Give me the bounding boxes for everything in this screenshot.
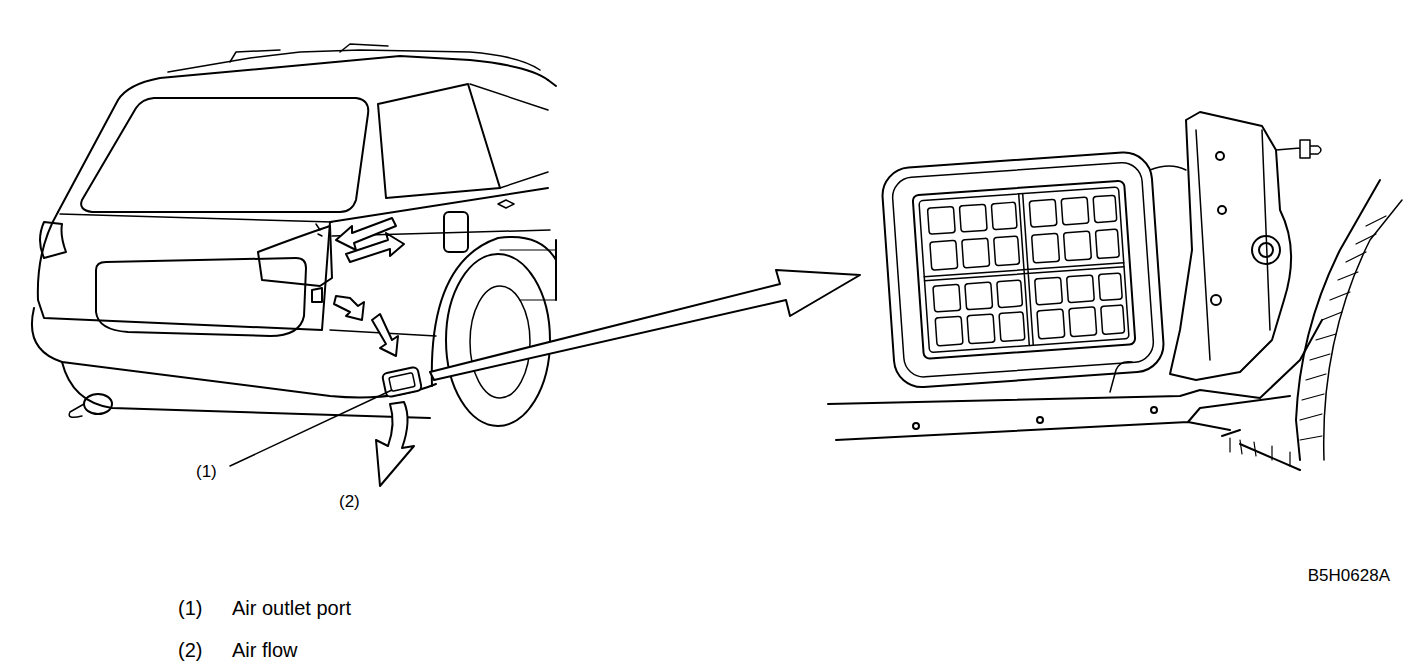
legend-number: (1) [178,597,202,620]
legend-text: Air outlet port [232,597,351,620]
callout-number: (2) [339,492,360,512]
callout-number: (1) [196,462,217,482]
legend-text: Air flow [232,639,298,662]
legend-number: (2) [178,639,202,662]
figure-code: B5H0628A [1308,566,1390,586]
